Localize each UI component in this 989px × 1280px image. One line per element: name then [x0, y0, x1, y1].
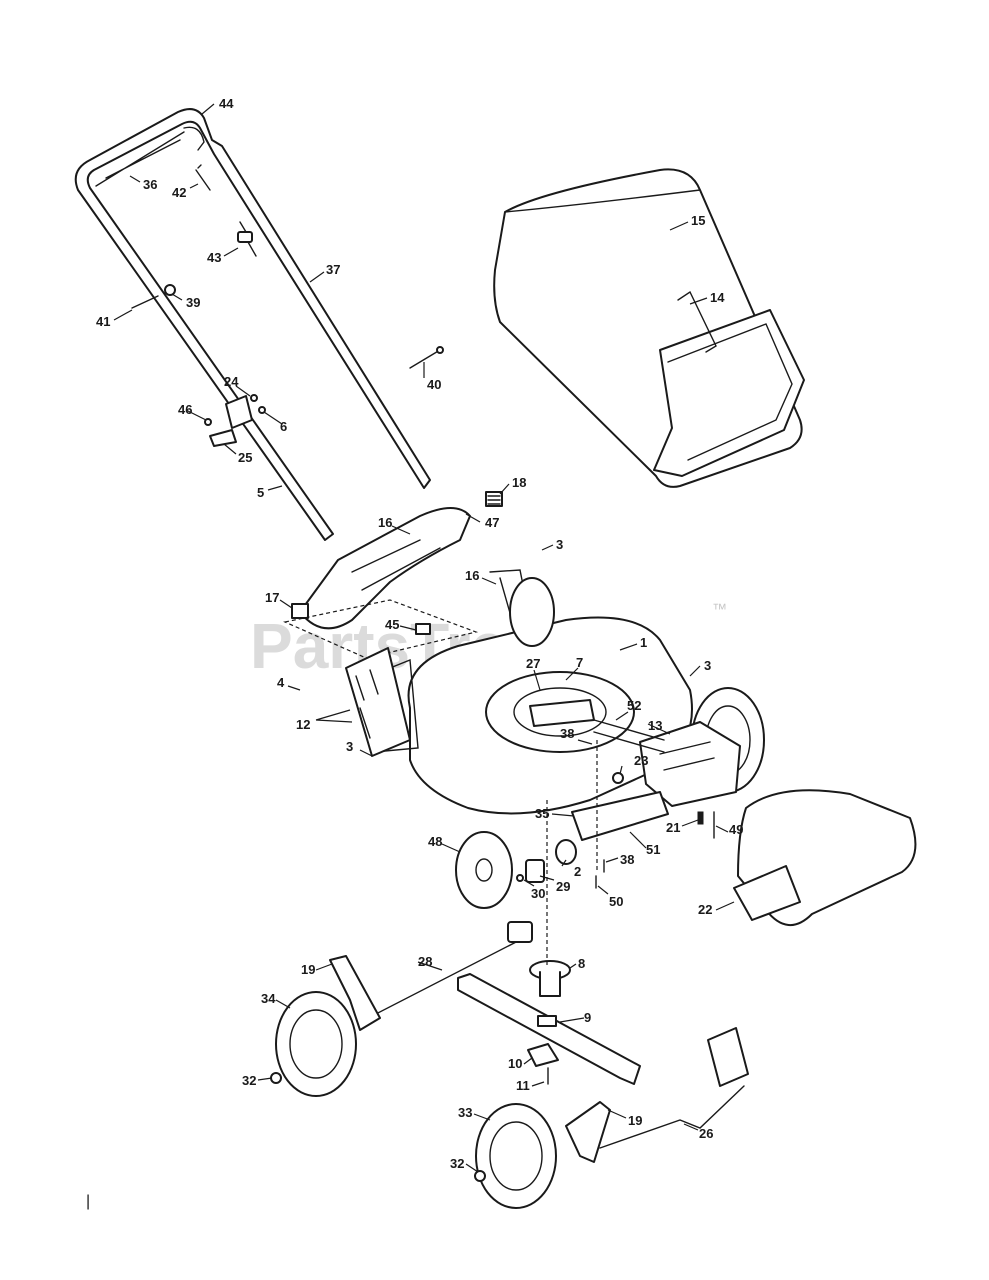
callout-47: 47 [485, 515, 499, 530]
leader-lines [113, 103, 735, 1173]
bolt-41 [131, 295, 159, 309]
callout-49: 49 [729, 822, 743, 837]
handle-bracket-24-46-6 [204, 394, 266, 429]
callout-32b: 32 [450, 1156, 464, 1171]
callout-19a: 19 [301, 962, 315, 977]
callout-3c: 3 [346, 739, 353, 754]
callout-11: 11 [516, 1078, 530, 1093]
callout-48: 48 [428, 834, 442, 849]
callout-8: 8 [578, 956, 585, 971]
callout-3a: 3 [556, 537, 563, 552]
callout-16b: 16 [465, 568, 479, 583]
deck-1 [359, 569, 693, 815]
callout-41: 41 [96, 314, 110, 329]
callout-3b: 3 [704, 658, 711, 673]
callout-1: 1 [640, 635, 647, 650]
belt-52 [593, 719, 665, 753]
watermark-trademark: ™ [712, 601, 727, 618]
blade-plate-10 [527, 1043, 559, 1067]
bolt-40 [409, 346, 444, 369]
callout-42: 42 [172, 185, 186, 200]
callout-45: 45 [385, 617, 399, 632]
front-bracket-51 [571, 791, 669, 841]
callout-12: 12 [296, 717, 310, 732]
blade-adapter-8 [529, 960, 571, 997]
blade-9 [457, 973, 641, 1085]
cable-clip-42 [195, 164, 211, 191]
front-wheel-33 [474, 1103, 557, 1209]
callout-36: 36 [143, 177, 157, 192]
callout-7: 7 [576, 655, 583, 670]
clip-23 [612, 772, 624, 784]
callout-labels: 44 36 42 43 37 39 41 40 24 46 6 25 5 15 … [96, 96, 743, 1171]
spring-18 [485, 491, 503, 507]
front-wheel-34 [270, 991, 357, 1097]
callout-50: 50 [609, 894, 623, 909]
callout-16a: 16 [378, 515, 392, 530]
callout-44: 44 [219, 96, 234, 111]
lever-25 [209, 429, 237, 447]
callout-40: 40 [427, 377, 441, 392]
callout-13: 13 [648, 718, 662, 733]
callout-4: 4 [277, 675, 285, 690]
callout-28: 28 [418, 954, 432, 969]
callout-29: 29 [556, 879, 570, 894]
callout-9: 9 [584, 1010, 591, 1025]
callout-30: 30 [531, 886, 545, 901]
callout-19b: 19 [628, 1113, 642, 1128]
axle-26 [599, 1027, 749, 1149]
rear-door-16 [299, 507, 471, 630]
axle-28 [371, 921, 533, 1017]
knob-39 [164, 284, 176, 296]
cable-43 [237, 221, 257, 257]
gear-48 [455, 831, 513, 909]
callout-32a: 32 [242, 1073, 256, 1088]
washer-30 [516, 874, 524, 882]
callout-15: 15 [691, 213, 705, 228]
callout-21: 21 [666, 820, 680, 835]
dashed-box-17 [283, 599, 479, 659]
callout-18: 18 [512, 475, 526, 490]
spring-17 [291, 603, 309, 619]
callout-22: 22 [698, 902, 712, 917]
upper-handle [74, 108, 431, 541]
callout-46: 46 [178, 402, 192, 417]
side-bracket-12 [345, 647, 411, 757]
callout-51: 51 [646, 842, 660, 857]
callout-35: 35 [535, 806, 549, 821]
callout-27: 27 [526, 656, 540, 671]
callout-25: 25 [238, 450, 252, 465]
callout-52: 52 [627, 698, 641, 713]
front-shield-22 [733, 789, 917, 926]
pinion-29 [525, 859, 545, 883]
spacer-2 [555, 839, 577, 865]
callout-26: 26 [699, 1126, 713, 1141]
height-lever-19b [565, 1101, 611, 1163]
callout-17: 17 [265, 590, 279, 605]
callout-34: 34 [261, 991, 276, 1006]
height-lever-19a [329, 955, 381, 1031]
callout-43: 43 [207, 250, 221, 265]
callout-2: 2 [574, 864, 581, 879]
callout-38a: 38 [560, 726, 574, 741]
callout-5: 5 [257, 485, 264, 500]
callout-14: 14 [710, 290, 725, 305]
bag-frame-14 [653, 290, 805, 477]
key-21 [697, 811, 704, 825]
callout-6: 6 [280, 419, 287, 434]
drive-housing-13 [639, 721, 741, 807]
callout-39: 39 [186, 295, 200, 310]
callout-24: 24 [224, 374, 239, 389]
callout-10: 10 [508, 1056, 522, 1071]
callout-23: 23 [634, 753, 648, 768]
handle-wire-44 [183, 126, 205, 151]
callout-33: 33 [458, 1105, 472, 1120]
page-mark: | [86, 1193, 90, 1210]
rear-wheel-left [509, 577, 555, 647]
bolt-45 [415, 623, 431, 635]
callout-38b: 38 [620, 852, 634, 867]
callout-37: 37 [326, 262, 340, 277]
